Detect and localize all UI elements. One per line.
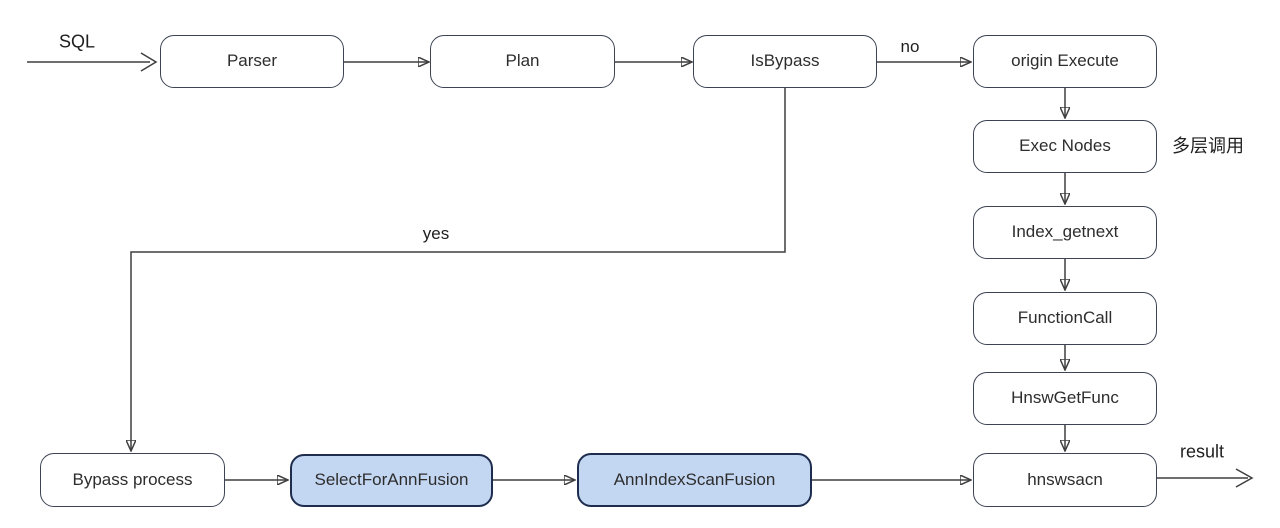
node-bypass-process: Bypass process [40, 453, 225, 507]
edge-isbypass-yes-to-bypass-process [131, 88, 786, 451]
edge-label-no: no [900, 37, 920, 56]
node-selectforannfusion: SelectForAnnFusion [290, 454, 493, 507]
node-hnswsacn: hnswsacn [973, 453, 1157, 507]
node-isbypass: IsBypass [693, 35, 877, 88]
edge-label-multi-layer-call: 多层调用 [1172, 136, 1244, 156]
edge-label-sql: SQL [58, 31, 96, 52]
edge-result-arrowhead-open [1235, 468, 1254, 488]
node-functioncall: FunctionCall [973, 292, 1157, 345]
node-plan: Plan [430, 35, 615, 88]
node-origin-execute: origin Execute [973, 35, 1157, 88]
node-parser: Parser [160, 35, 344, 88]
edge-label-result: result [1179, 441, 1225, 462]
node-annindexscanfusion: AnnIndexScanFusion [577, 453, 812, 507]
node-hnswgetfunc: HnswGetFunc [973, 372, 1157, 425]
edge-sql-input-arrowhead-open [140, 52, 158, 72]
node-index-getnext: Index_getnext [973, 206, 1157, 259]
edge-label-yes: yes [422, 224, 450, 243]
node-exec-nodes: Exec Nodes [973, 120, 1157, 173]
